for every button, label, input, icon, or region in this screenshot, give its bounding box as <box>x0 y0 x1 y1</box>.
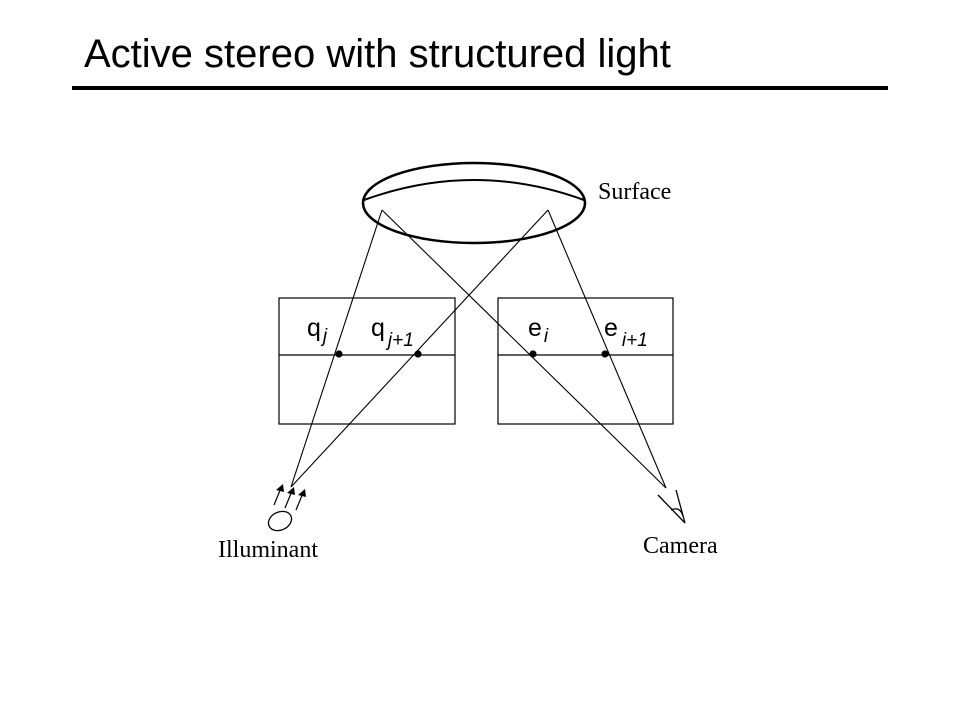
point-e-i <box>529 350 537 358</box>
slide-title: Active stereo with structured light <box>84 32 671 76</box>
surface-shape <box>361 161 587 245</box>
projection-rays <box>290 209 667 489</box>
surface-label: Surface <box>598 179 671 205</box>
camera-eye-icon <box>657 489 686 524</box>
point-q-j <box>335 350 343 358</box>
illuminant-icon <box>267 484 306 532</box>
title-underline <box>72 86 888 90</box>
illuminant-label: Illuminant <box>218 537 318 563</box>
point-e-i1 <box>601 350 609 358</box>
camera-plane <box>497 297 674 425</box>
image-points <box>335 350 609 358</box>
point-q-j1 <box>414 350 422 358</box>
camera-label: Camera <box>643 533 718 559</box>
projector-plane <box>278 297 456 425</box>
